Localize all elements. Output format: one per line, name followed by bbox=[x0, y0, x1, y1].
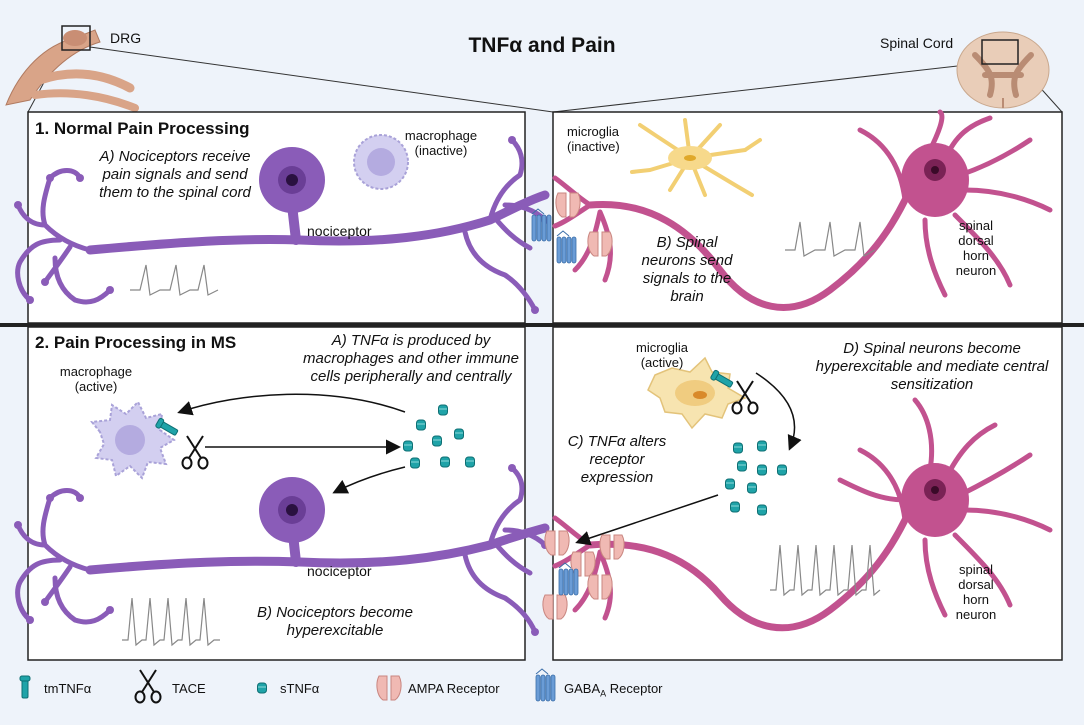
signal-trace-1 bbox=[130, 264, 219, 296]
spinal-neuron-label-1: spinal dorsal horn neuron bbox=[955, 218, 997, 278]
legend-gaba-tail: Receptor bbox=[606, 681, 663, 696]
spinal-neuron-1-soma bbox=[901, 143, 969, 217]
legend-gaba-sub: A bbox=[600, 688, 607, 699]
drg-label: DRG bbox=[110, 30, 142, 46]
macrophage-active-label: macrophage (active) bbox=[59, 364, 133, 394]
microglia-inactive bbox=[630, 118, 762, 197]
legend-stnfa: sTNFα bbox=[280, 681, 320, 696]
legend-ampa: AMPA Receptor bbox=[408, 681, 500, 696]
panel2-step-d: D) Spinal neurons become hyperexcitable … bbox=[815, 340, 1049, 393]
panel1-heading: 1. Normal Pain Processing bbox=[35, 119, 250, 138]
figure-title: TNFα and Pain bbox=[468, 34, 616, 57]
microglia-active bbox=[647, 356, 747, 430]
legend-tmtnfa: tmTNFα bbox=[44, 681, 92, 696]
signal-trace-3 bbox=[122, 597, 220, 647]
arrows-left bbox=[177, 393, 406, 494]
spinal-neuron-1 bbox=[552, 109, 1053, 311]
spinal-neuron-2 bbox=[552, 397, 1053, 632]
panel1-step-a: A) Nociceptors receive pain signals and … bbox=[99, 148, 251, 201]
arrows-right bbox=[575, 372, 802, 546]
panel2-step-b: B) Nociceptors become hyperexcitable bbox=[257, 604, 413, 639]
panel1-step-b: B) Spinal neurons send signals to the br… bbox=[641, 234, 733, 305]
legend-gaba: GABAA Receptor bbox=[564, 681, 663, 699]
macrophage-inactive bbox=[353, 134, 409, 190]
nociceptor-label-1: nociceptor bbox=[307, 223, 372, 239]
spinal-cord-illustration bbox=[956, 31, 1050, 109]
legend-gaba-main: GABA bbox=[564, 681, 601, 696]
legend-tace: TACE bbox=[172, 681, 206, 696]
panel2-step-a: A) TNFα is produced by macrophages and o… bbox=[303, 332, 519, 385]
spinal-neuron-2-soma bbox=[901, 463, 969, 537]
nociceptor-2-soma bbox=[259, 477, 325, 543]
drg-illustration bbox=[5, 25, 139, 112]
panel2-heading: 2. Pain Processing in MS bbox=[35, 333, 237, 352]
macrophage-inactive-label: macrophage (inactive) bbox=[404, 128, 478, 158]
spinal-neuron-label-2: spinal dorsal horn neuron bbox=[955, 562, 997, 622]
signal-trace-2 bbox=[785, 221, 876, 257]
microglia-active-label: microglia (active) bbox=[635, 340, 688, 370]
microglia-inactive-label: microglia (inactive) bbox=[567, 124, 620, 154]
macrophage-active bbox=[90, 400, 180, 480]
panel2-step-c: C) TNFα alters receptor expression bbox=[567, 433, 667, 486]
nociceptor-label-2: nociceptor bbox=[307, 563, 372, 579]
signal-trace-4 bbox=[770, 544, 881, 597]
spinal-cord-label: Spinal Cord bbox=[880, 35, 954, 51]
nociceptor-1-soma bbox=[259, 147, 325, 213]
